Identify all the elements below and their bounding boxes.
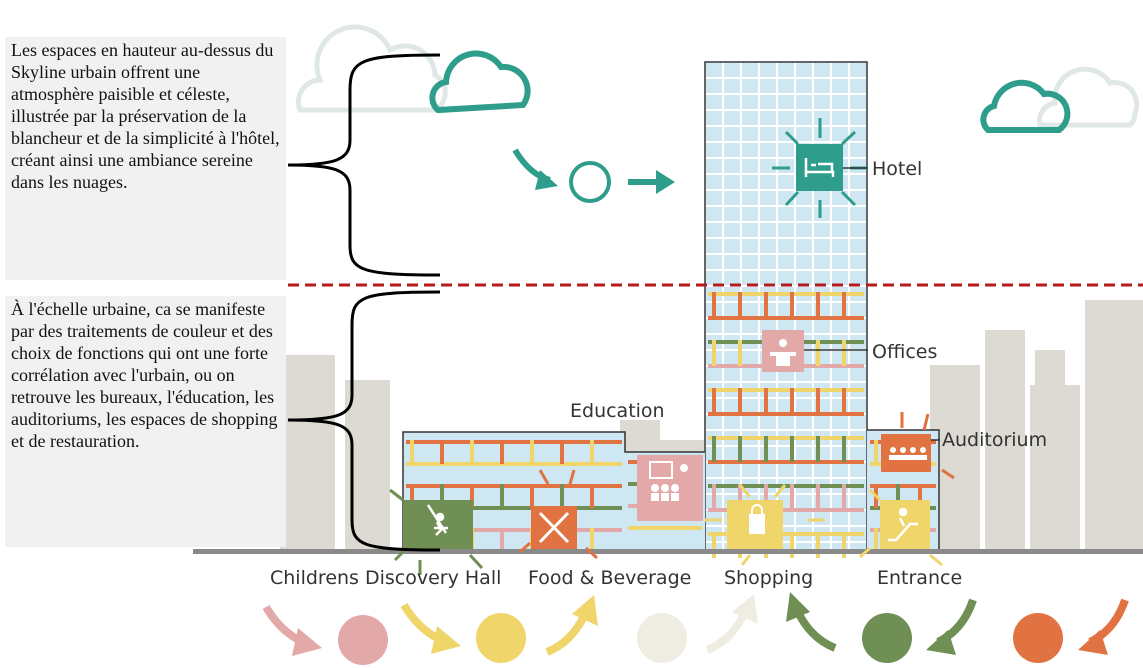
tower	[704, 61, 868, 551]
food-function	[518, 469, 599, 560]
shopping-bag-icon	[749, 504, 765, 534]
entrance-function	[858, 488, 943, 567]
fork-knife-icon	[538, 511, 570, 544]
teal-cloud-left	[429, 50, 531, 114]
childrens-label: Childrens Discovery Hall	[270, 567, 501, 589]
sky-note: Les espaces en hauteur au-dessus du Skyl…	[5, 37, 286, 280]
audience-icon	[889, 447, 927, 460]
food-label: Food & Beverage	[528, 567, 691, 589]
auditorium-label: Auditorium	[942, 429, 1047, 451]
education-label: Education	[570, 400, 665, 422]
teal-cloud-right	[980, 79, 1071, 133]
escalator-icon	[888, 507, 918, 542]
bed-icon	[804, 158, 835, 177]
circulation-flow	[262, 592, 1129, 665]
teal-flow	[512, 148, 675, 203]
childrens-function	[389, 488, 484, 575]
brace-urban	[287, 290, 441, 552]
hotel-label: Hotel	[872, 158, 922, 180]
desk-icon	[770, 339, 796, 366]
entrance-label: Entrance	[877, 567, 962, 589]
urban-note: À l'échelle urbaine, ca se manifeste par…	[5, 296, 286, 547]
offices-label: Offices	[872, 341, 937, 363]
shopping-function	[705, 484, 825, 566]
auditorium-function: Auditorium	[881, 412, 1047, 480]
education-function: Education	[570, 400, 703, 521]
shopping-label: Shopping	[724, 567, 813, 589]
swing-icon	[426, 504, 448, 536]
brace-sky	[287, 53, 441, 277]
hotel-function: Hotel	[772, 118, 922, 218]
teacher-icon	[649, 461, 688, 501]
ground	[193, 549, 1143, 554]
offices-function: Offices	[762, 330, 937, 372]
